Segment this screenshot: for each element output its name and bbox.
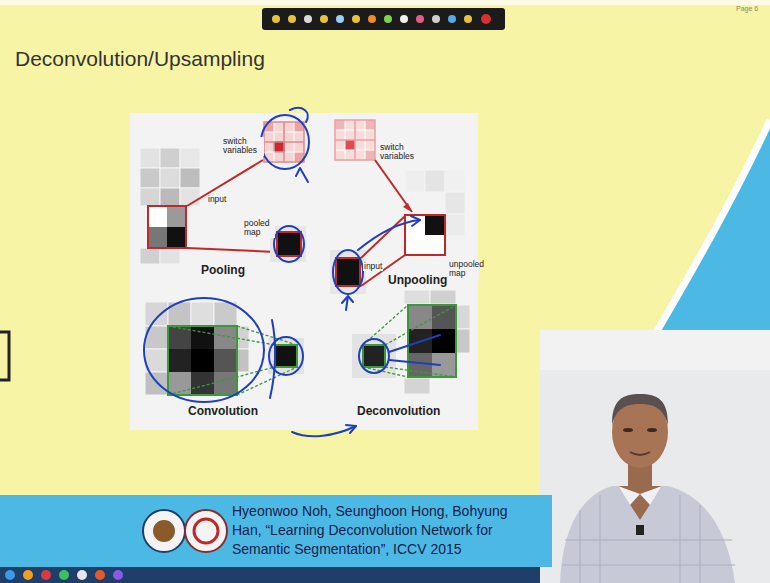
part-label: switch variables [379, 143, 421, 162]
operation-name: Unpooling [387, 274, 448, 287]
part-label: unpooled map [448, 260, 479, 279]
citation-band: Hyeonwoo Noh, Seunghoon Hong, Bohyung Ha… [0, 495, 552, 567]
institute-logos [140, 501, 230, 561]
operation-name: Deconvolution [356, 405, 441, 418]
part-label: switch variables [222, 137, 264, 156]
operation-name: Convolution [187, 405, 259, 418]
part-label: input [207, 195, 227, 204]
slide-title: Deconvolution/Upsampling [15, 47, 265, 70]
part-label: input [363, 262, 383, 271]
citation-text: Hyeonwoo Noh, Seunghoon Hong, Bohyung Ha… [232, 502, 532, 559]
page-number: Page 6 [736, 5, 758, 13]
operation-name: Pooling [200, 264, 246, 277]
part-label: pooled map [243, 219, 275, 238]
